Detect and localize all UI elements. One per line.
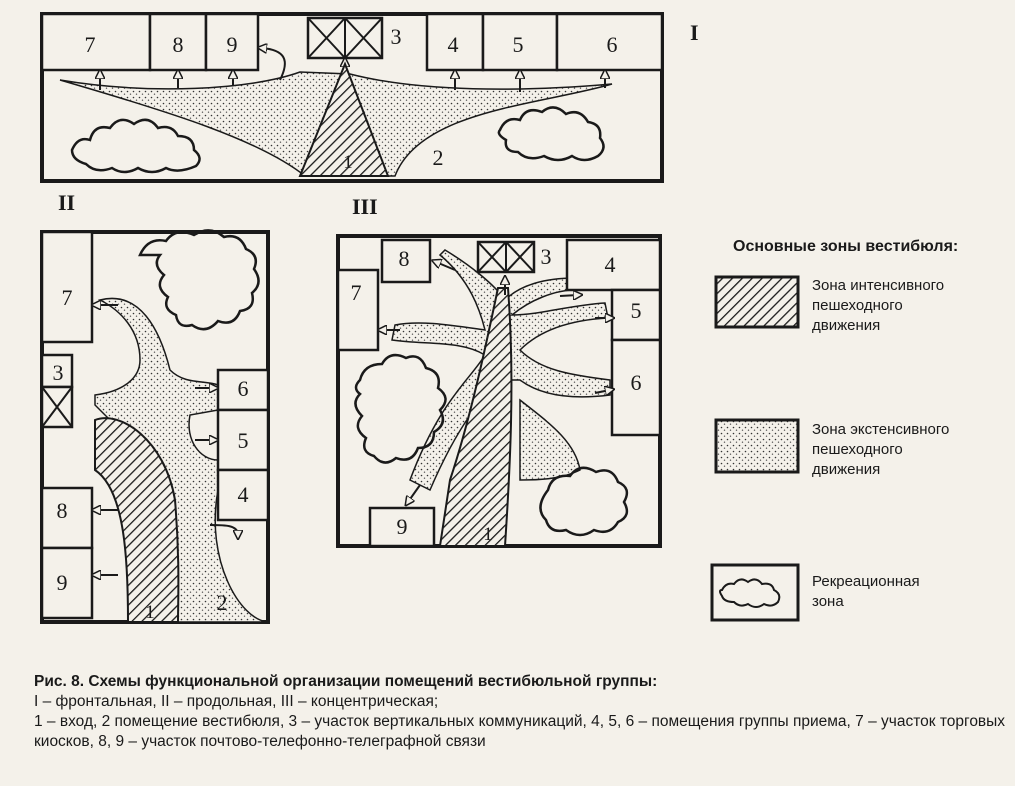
room-label-3: 3 <box>53 360 64 385</box>
legend-swatches <box>710 275 800 622</box>
room-label-6: 6 <box>631 370 642 395</box>
scheme-III-recreation-zone-left <box>354 353 447 464</box>
elevator-cross-icon <box>477 241 535 273</box>
room-label-4: 4 <box>448 32 459 57</box>
room-label-8: 8 <box>173 32 184 57</box>
room-9 <box>368 506 436 548</box>
room-label-5: 5 <box>513 32 524 57</box>
room-4 <box>425 12 485 72</box>
entrance-label: 1 <box>483 524 493 545</box>
scheme-I-numeral: I <box>690 20 699 45</box>
scheme-II-numeral: II <box>58 190 75 215</box>
scheme-I-rooms <box>40 12 664 72</box>
caption-line-2: 1 – вход, 2 помещение вестибюля, 3 – уча… <box>34 713 1006 750</box>
scheme-I-recreation-zone-left <box>70 118 201 174</box>
room-label-3: 3 <box>391 24 402 49</box>
scheme-II-intensive-zone <box>94 417 180 623</box>
room-9 <box>204 12 260 72</box>
scheme-III-arrows <box>382 262 610 502</box>
room-7 <box>40 230 94 344</box>
scheme-II-recreation-zone <box>138 229 260 331</box>
scheme-III-recreation-zone-right <box>539 466 629 537</box>
elevator-cross-icon <box>307 17 383 59</box>
caption-line-1: I – фронтальная, II – продольная, III – … <box>34 693 439 710</box>
room-label-7: 7 <box>62 285 73 310</box>
room-label-6: 6 <box>238 376 249 401</box>
room-label-9: 9 <box>227 32 238 57</box>
scheme-II: II 7 3 8 9 6 5 <box>40 190 270 624</box>
scheme-I-arrows <box>100 48 605 92</box>
room-6 <box>555 12 664 72</box>
lobby-label: 2 <box>217 590 228 615</box>
scheme-II-arrows <box>96 305 238 575</box>
lobby-label: 2 <box>433 145 444 170</box>
cloud-shape-icon <box>719 578 781 608</box>
scheme-III-numeral: III <box>352 194 378 219</box>
room-label-4: 4 <box>238 482 249 507</box>
room-label-7: 7 <box>351 280 362 305</box>
scheme-III: III 8 7 3 4 5 <box>336 194 662 548</box>
figure-caption: Рис. 8. Схемы функциональной организации… <box>34 672 1009 752</box>
scheme-II-rooms <box>40 230 270 620</box>
scheme-I: 7 8 9 3 4 5 6 1 2 I <box>40 12 699 183</box>
room-6 <box>216 368 270 412</box>
caption-title: Рис. 8. Схемы функциональной организации… <box>34 673 658 690</box>
scheme-I-frame <box>40 12 664 183</box>
scheme-I-recreation-zone-right <box>497 106 605 162</box>
room-9 <box>40 546 94 620</box>
scheme-III-intensive-zone <box>438 287 513 547</box>
entrance-label: 1 <box>145 602 155 623</box>
room-4 <box>565 238 662 292</box>
legend-label-intensive: Зона интенсивного пешеходного движения <box>812 277 945 334</box>
scheme-II-extensive-zone <box>94 297 269 623</box>
room-label-5: 5 <box>238 428 249 453</box>
elevator-cross-icon <box>41 386 73 428</box>
room-label-4: 4 <box>605 252 616 277</box>
cloud-swatch-icon <box>710 563 800 622</box>
room-7 <box>336 268 380 352</box>
room-label-3: 3 <box>541 244 552 269</box>
room-7 <box>40 12 152 72</box>
room-label-8: 8 <box>399 246 410 271</box>
room-label-8: 8 <box>57 498 68 523</box>
room-label-7: 7 <box>85 32 96 57</box>
room-label-6: 6 <box>607 32 618 57</box>
zoning-diagram: 7 8 9 3 4 5 6 1 2 I II <box>40 12 800 624</box>
entrance-label: 1 <box>343 152 353 173</box>
room-label-5: 5 <box>631 298 642 323</box>
room-8 <box>380 238 432 284</box>
legend-label-recreation: Рекреационная зона <box>812 573 920 610</box>
room-label-9: 9 <box>397 514 408 539</box>
room-4 <box>216 468 270 522</box>
stipple-swatch-icon <box>714 418 800 474</box>
legend-title: Основные зоны вестибюля: <box>733 238 959 255</box>
room-label-9: 9 <box>57 570 68 595</box>
hatch-swatch-icon <box>714 275 800 329</box>
scheme-I-intensive-zone <box>298 61 390 177</box>
legend-label-extensive: Зона экстенсивного пешеходного движения <box>812 421 950 478</box>
